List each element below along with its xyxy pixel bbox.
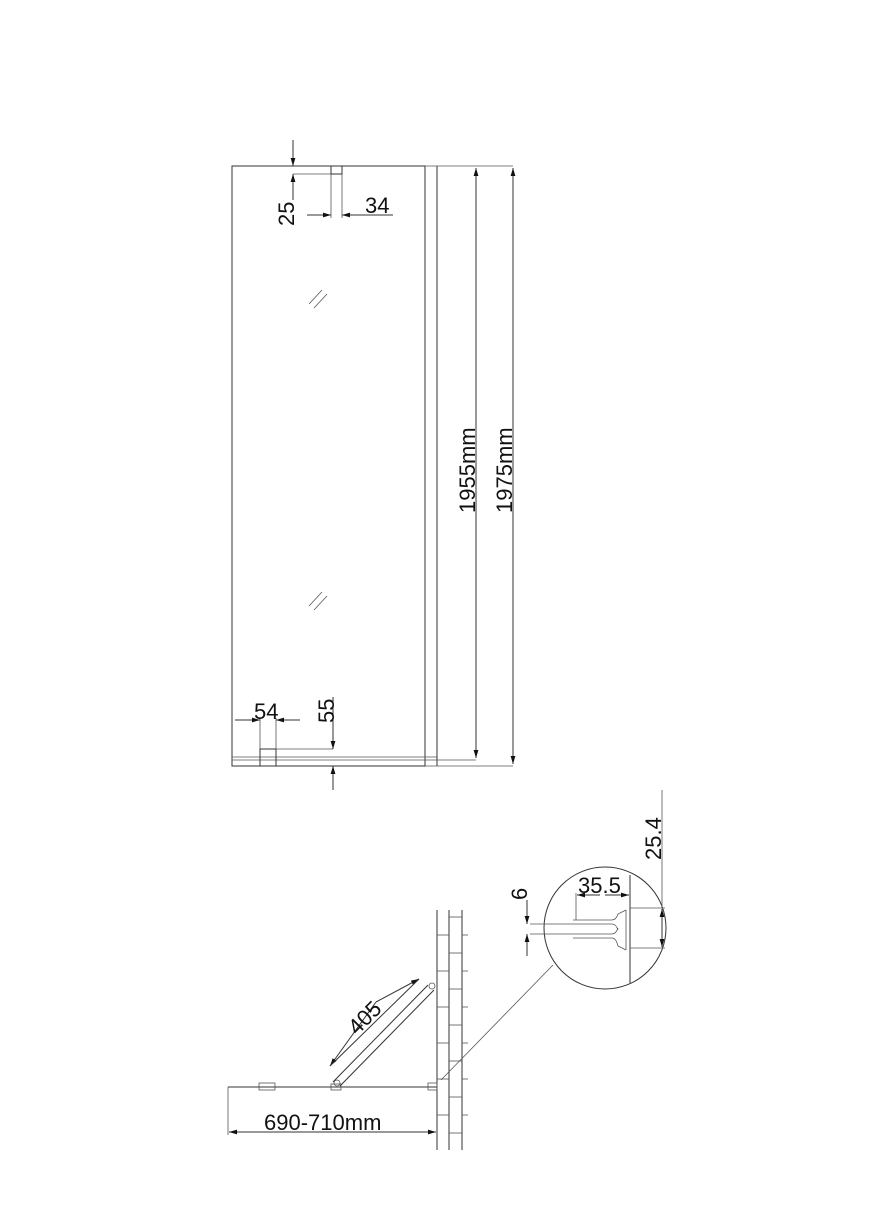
bracket-profile	[573, 909, 627, 951]
detail-leader-line	[440, 964, 554, 1081]
dim-label-35.5: 35.5	[578, 873, 621, 898]
detail-circle	[543, 866, 667, 990]
dim-label-690-710mm: 690-710mm	[264, 1110, 381, 1135]
hinge	[258, 1082, 276, 1091]
dim-label-25.4: 25.4	[641, 817, 666, 860]
dim-label-405: 405	[343, 996, 387, 1040]
wall	[436, 910, 468, 1150]
glass-panel-outline	[231, 165, 426, 767]
dim-label-34: 34	[365, 193, 389, 218]
arm-mount	[330, 1083, 342, 1091]
front-view: 25 34 54 55 1955mm 1975mm	[231, 140, 517, 790]
bottom-bracket	[259, 748, 277, 767]
wall-bracket	[427, 1082, 438, 1091]
plan-view: 405 690-710mm	[227, 910, 554, 1150]
top-bracket	[330, 165, 343, 175]
dim-label-55: 55	[314, 699, 339, 723]
support-arm	[332, 982, 436, 1087]
dim-label-54: 54	[254, 699, 278, 724]
dim-arrow	[329, 1001, 377, 1067]
glass-hatch-icon	[308, 289, 328, 611]
dim-line-405	[329, 978, 420, 1067]
dim-label-1955mm: 1955mm	[455, 427, 480, 513]
dim-arrow	[375, 978, 420, 1003]
dim-label-25: 25	[274, 202, 299, 226]
detail-view: 6 35.5 25.4	[507, 790, 667, 990]
dim-label-6: 6	[507, 888, 532, 900]
dim-label-1975mm: 1975mm	[492, 427, 517, 513]
